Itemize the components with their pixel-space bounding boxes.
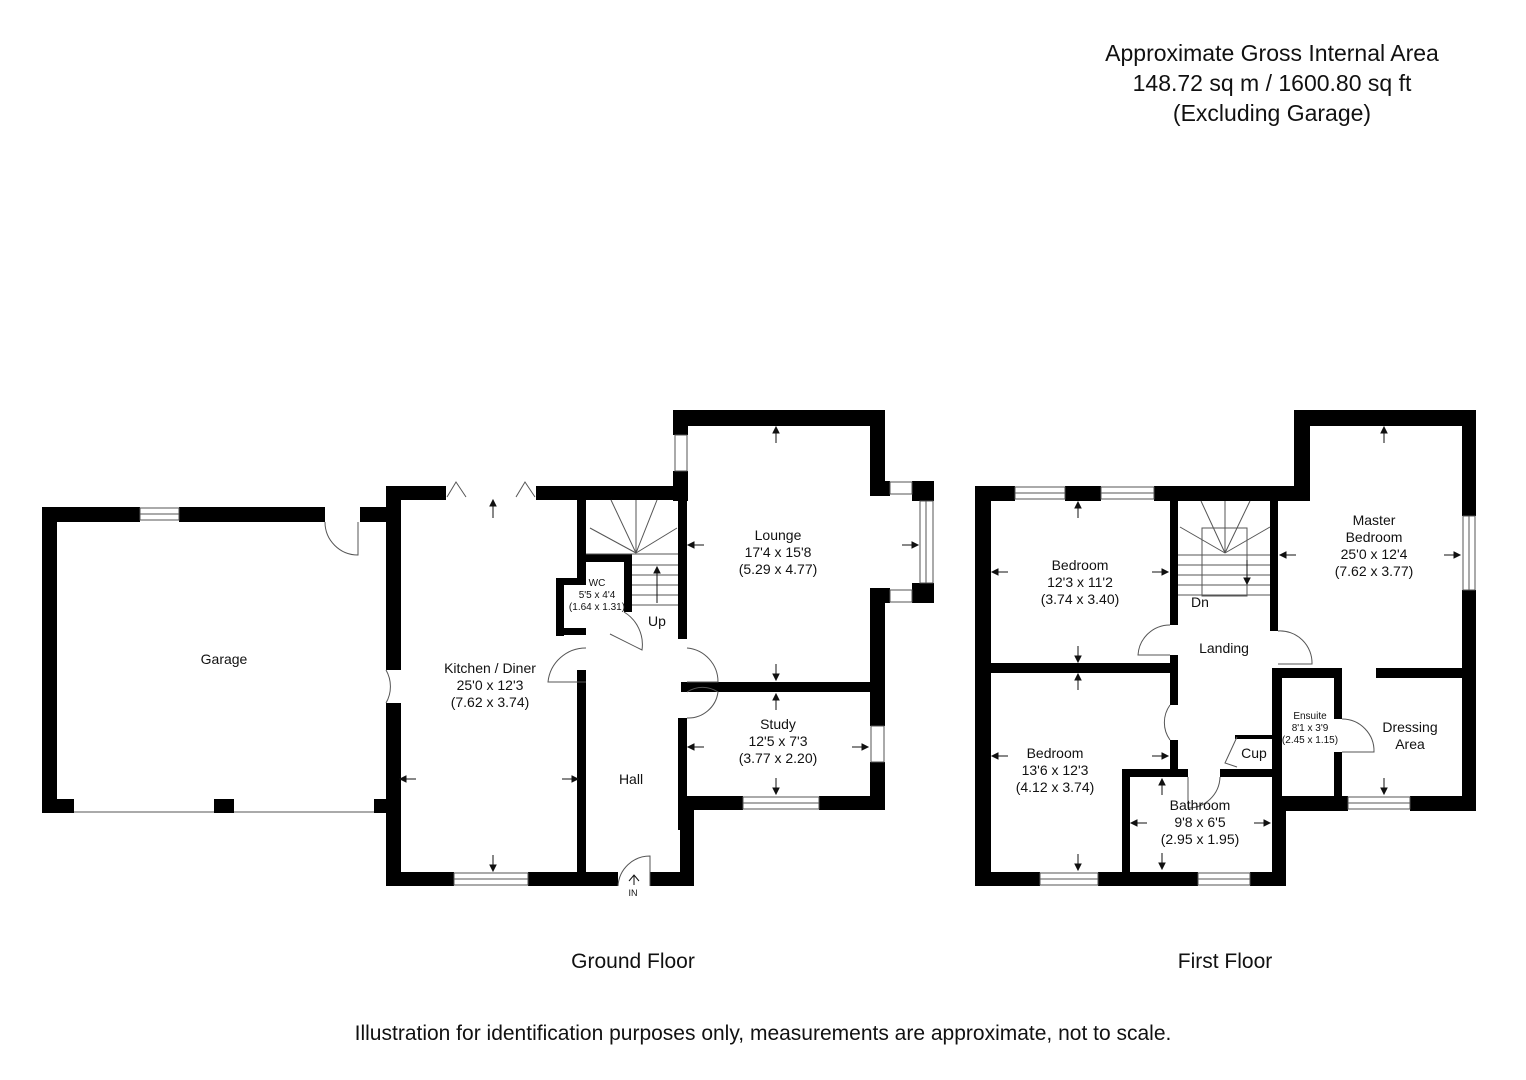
wall: [1376, 668, 1476, 678]
ground-floor-plan: [42, 410, 934, 886]
wall: [870, 588, 885, 726]
wall: [556, 628, 586, 635]
entrance-label: IN: [628, 888, 638, 898]
wall: [681, 796, 743, 810]
ground-floor-fixtures: [74, 434, 934, 887]
wall: [1170, 655, 1178, 705]
wall: [975, 872, 1040, 886]
wall: [1294, 410, 1310, 501]
wall: [1098, 872, 1198, 886]
ground-floor-title: Ground Floor: [571, 950, 695, 973]
room-label-ensuite: Ensuite 8'1 x 3'9 (2.45 x 1.15): [1281, 711, 1339, 747]
wall: [42, 799, 74, 813]
wall: [386, 872, 454, 886]
wall: [1154, 486, 1308, 501]
room-label-garage: Garage: [200, 651, 248, 667]
first-floor-fixtures: [1014, 486, 1476, 886]
window: [870, 725, 885, 763]
wall: [1272, 796, 1286, 886]
room-label-bedroom-2: Bedroom 12'3 x 11'2 (3.74 x 3.40): [1040, 557, 1120, 608]
window: [889, 589, 913, 603]
room-label-hall: Hall: [618, 771, 644, 787]
room-label-bedroom-3: Bedroom 13'6 x 12'3 (4.12 x 3.74): [1015, 745, 1095, 796]
wall: [919, 481, 934, 501]
wall: [528, 872, 618, 886]
wall: [1122, 769, 1130, 886]
wall: [678, 486, 687, 639]
wall: [673, 410, 688, 435]
wall: [1462, 590, 1476, 811]
wall: [556, 578, 586, 585]
wall: [536, 486, 678, 500]
wall: [179, 507, 325, 522]
wall: [1272, 668, 1340, 678]
wall: [870, 481, 890, 496]
wall: [577, 500, 586, 580]
dimension-arrows: [398, 425, 1462, 885]
wall: [214, 799, 234, 813]
wall: [42, 507, 57, 813]
wall: [1334, 752, 1342, 804]
wall: [556, 578, 564, 636]
wall: [1122, 769, 1188, 777]
wall: [1170, 740, 1178, 770]
wall: [680, 796, 694, 886]
wall: [1220, 769, 1280, 777]
wall: [673, 410, 885, 426]
wall: [386, 486, 446, 500]
window: [674, 434, 688, 472]
wall: [577, 670, 586, 872]
wall: [386, 486, 401, 670]
room-label-master-bedroom: Master Bedroom 25'0 x 12'4 (7.62 x 3.77): [1334, 512, 1414, 580]
first-floor-plan: [975, 410, 1476, 886]
wall: [1410, 796, 1476, 811]
stairs-down-label: Dn: [1191, 594, 1209, 610]
wall: [42, 507, 140, 522]
room-label-landing: Landing: [1199, 640, 1249, 656]
wall: [975, 486, 991, 886]
window: [889, 481, 913, 495]
area-title: Approximate Gross Internal Area: [1105, 40, 1439, 66]
wall: [1235, 735, 1272, 739]
gross-internal-area: Approximate Gross Internal Area 148.72 s…: [1060, 38, 1484, 128]
wall: [678, 718, 687, 830]
room-label-study: Study 12'5 x 7'3 (3.77 x 2.20): [738, 716, 818, 767]
room-label-bathroom: Bathroom 9'8 x 6'5 (2.95 x 1.95): [1160, 797, 1240, 848]
wall: [975, 486, 1015, 501]
wall: [1170, 501, 1178, 625]
room-label-lounge: Lounge 17'4 x 15'8 (5.29 x 4.77): [738, 527, 818, 578]
wall: [673, 471, 688, 501]
room-label-wc: WC 5'5 x 4'4 (1.64 x 1.31): [568, 578, 626, 614]
wall: [386, 703, 401, 886]
disclaimer-text: Illustration for identification purposes…: [354, 1022, 1172, 1045]
wall: [360, 507, 386, 522]
wall: [870, 410, 885, 496]
wall: [912, 583, 934, 603]
stairs-up-label: Up: [648, 613, 666, 629]
room-label-kitchen-diner: Kitchen / Diner 25'0 x 12'3 (7.62 x 3.74…: [444, 660, 536, 711]
wall: [1282, 796, 1348, 811]
wall: [1065, 486, 1101, 501]
wall: [1250, 872, 1286, 886]
wall: [1272, 668, 1282, 804]
wall: [1334, 668, 1342, 719]
room-label-dressing-area: Dressing Area: [1382, 719, 1438, 753]
wall: [819, 796, 885, 810]
wall: [991, 663, 1177, 673]
room-label-cupboard: Cup: [1241, 745, 1267, 761]
wall: [681, 682, 885, 692]
wall: [1462, 410, 1476, 516]
wall: [586, 554, 632, 562]
area-note: (Excluding Garage): [1172, 100, 1372, 126]
wall: [1294, 410, 1476, 426]
wall: [624, 554, 632, 612]
wall: [374, 799, 388, 813]
first-floor-title: First Floor: [1177, 950, 1273, 973]
area-value: 148.72 sq m / 1600.80 sq ft: [1132, 70, 1412, 96]
wall: [1270, 501, 1278, 631]
